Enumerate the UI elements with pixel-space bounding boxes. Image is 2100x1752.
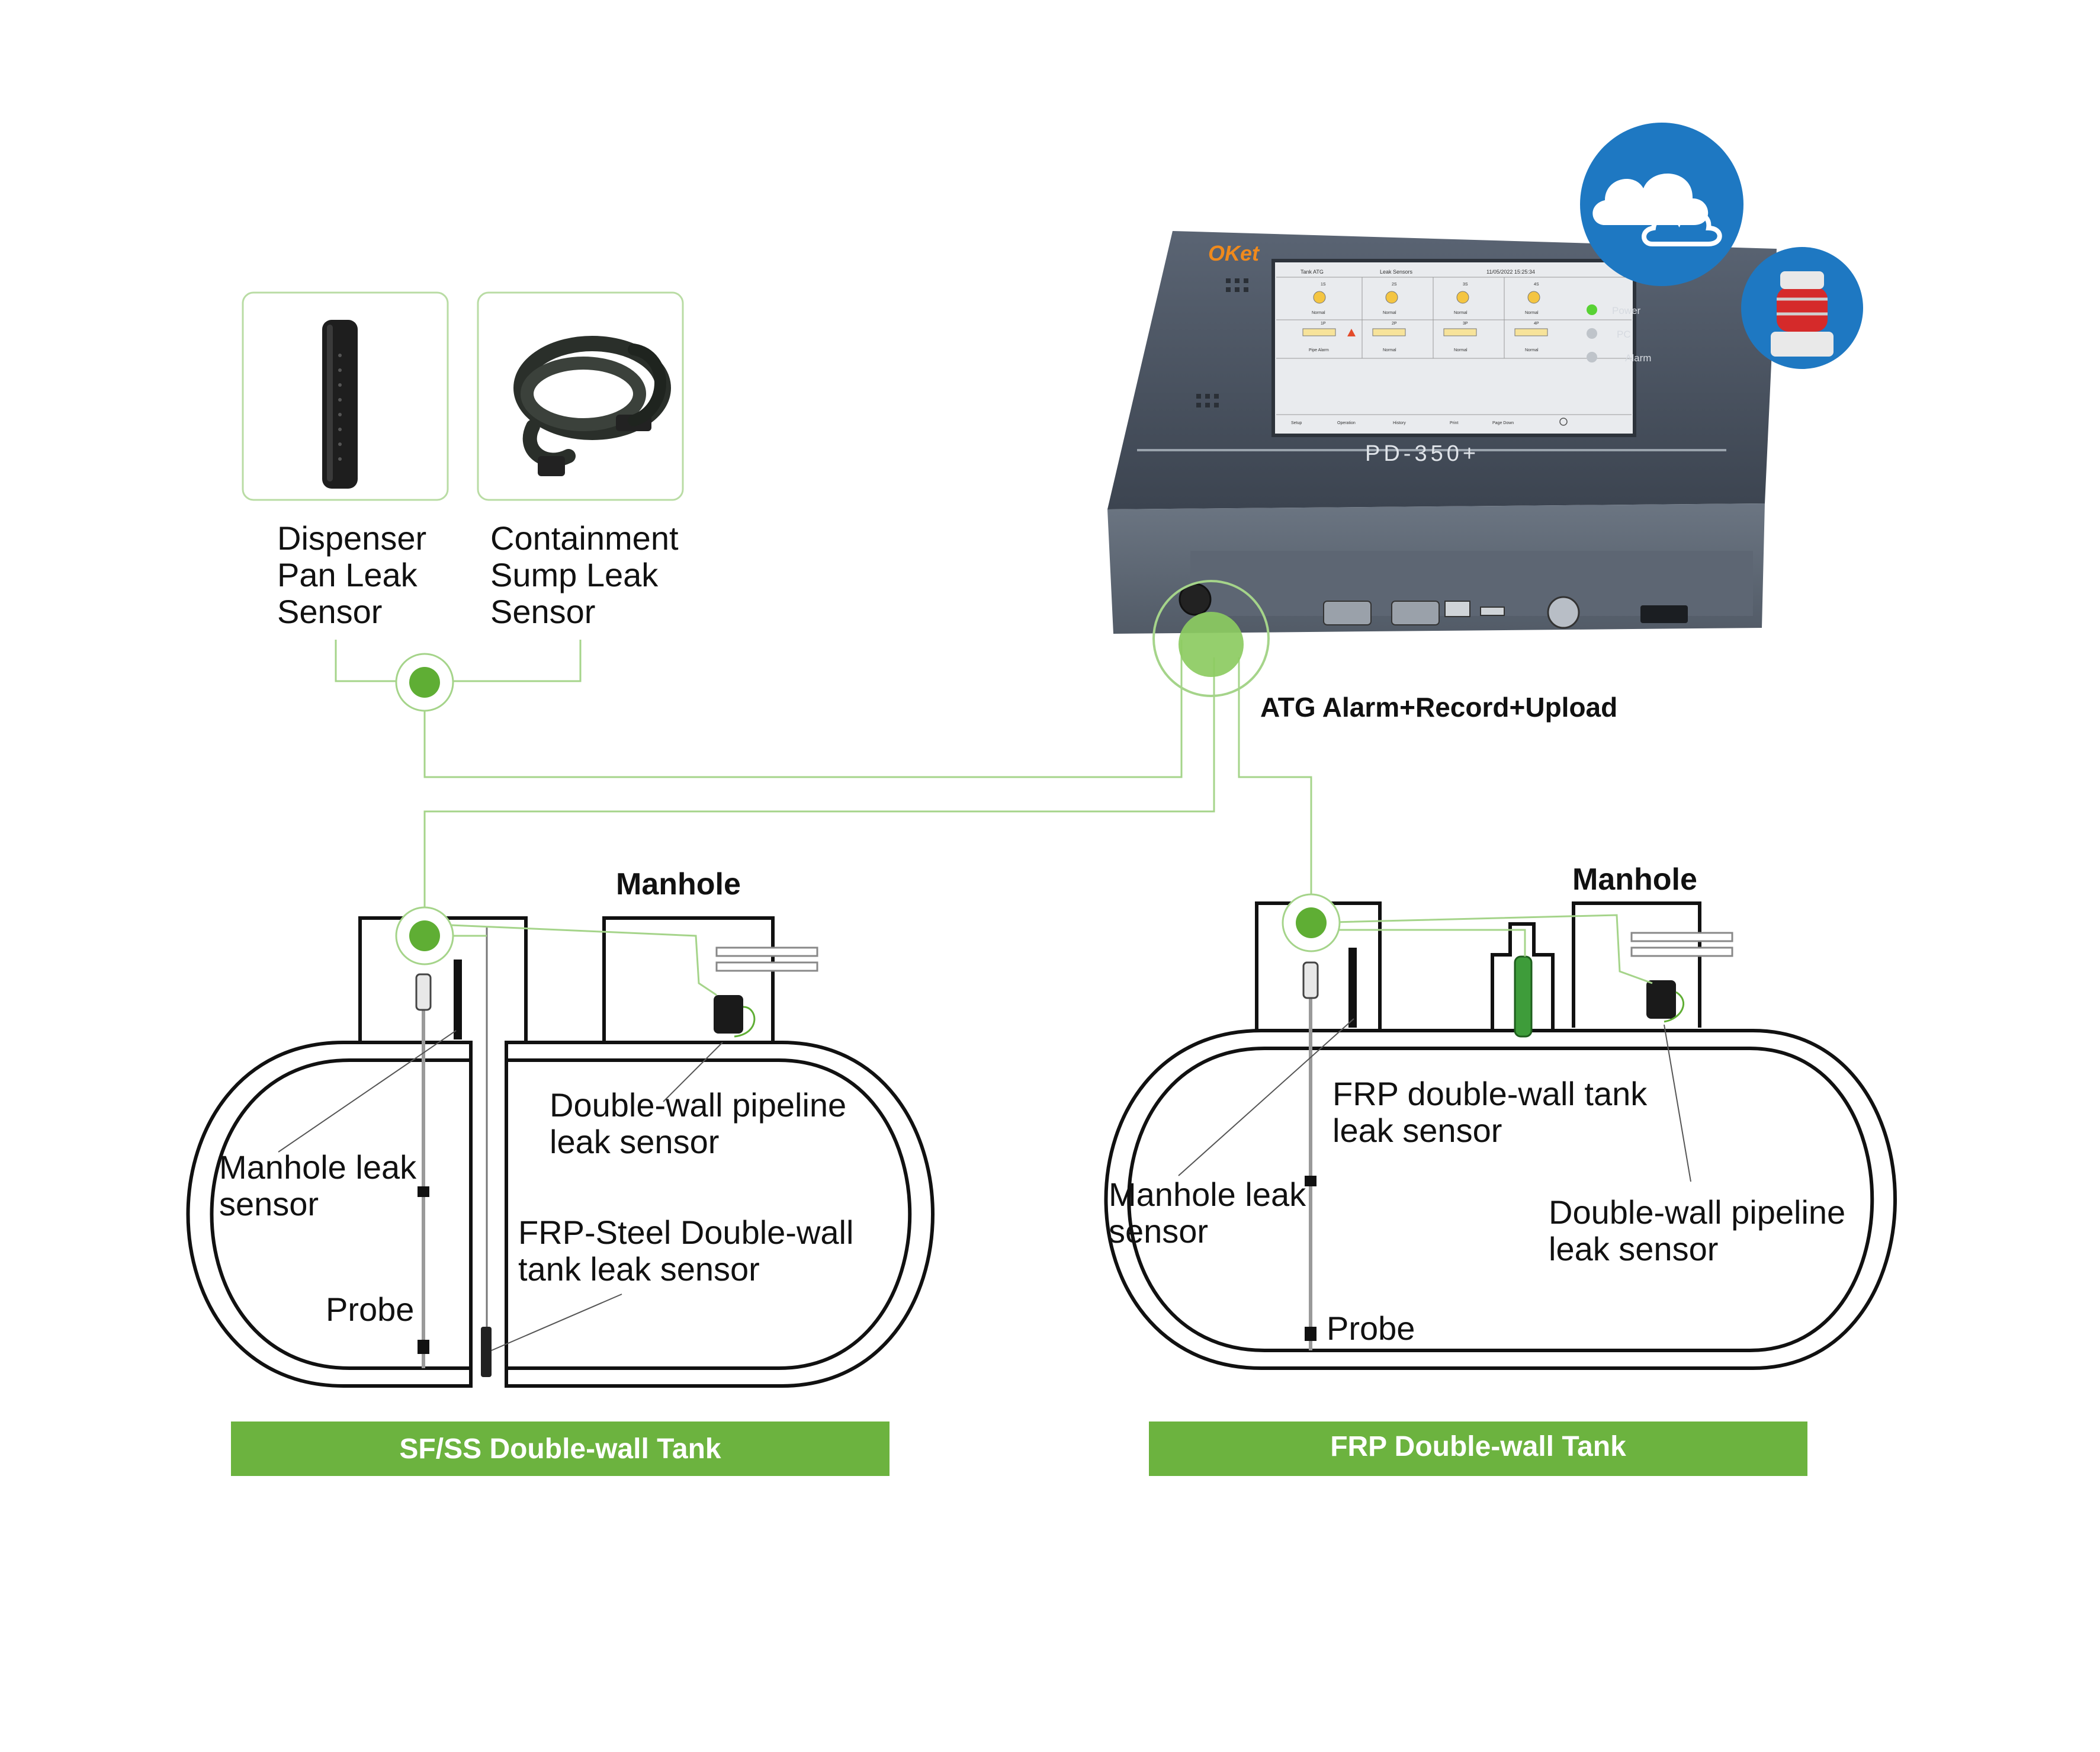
svg-text:Normal: Normal [1454,348,1468,352]
containment-sensor-label-3: Sensor [490,593,595,630]
left-frp-steel-label-1: FRP-Steel Double-wall [518,1214,853,1251]
svg-text:3P: 3P [1463,322,1468,326]
svg-text:3S: 3S [1463,283,1468,287]
screen-menu-history[interactable]: History [1393,421,1406,425]
left-pipeline-label-1: Double-wall pipeline [550,1086,846,1124]
right-tank-lines [1311,914,1653,984]
right-pipeline-label-2: leak sensor [1549,1230,1718,1268]
screen-tab-leak[interactable]: Leak Sensors [1380,269,1413,275]
right-leader-lines [1178,1018,1691,1182]
svg-text:4S: 4S [1534,283,1539,287]
screen-tab-tank[interactable]: Tank ATG [1301,269,1324,275]
power-led [1587,304,1597,315]
screen-tile-3s[interactable]: 3S Normal [1454,283,1469,315]
right-manhole-sensor [1348,948,1357,1028]
console-model: PD-350+ [1365,441,1479,466]
dispenser-sensor-label-2: Pan Leak [277,556,418,593]
left-tank-probe [415,973,432,1368]
svg-text:Normal: Normal [1454,311,1468,315]
svg-text:1P: 1P [1321,322,1326,326]
svg-text:Normal: Normal [1383,348,1396,352]
alarm-led [1587,352,1597,362]
dispenser-sensor-card [242,291,449,501]
console-brand: OKet [1208,241,1260,265]
left-manhole-sensor [454,960,462,1039]
screen-datetime: 11/05/2022 15:25:34 [1486,269,1535,275]
right-tank-probe [1302,961,1319,1350]
console-caption: ATG Alarm+Record+Upload [1260,692,1617,723]
screen-tile-2p[interactable]: 2P Normal [1372,322,1406,352]
containment-sensor-label-2: Sump Leak [490,556,659,593]
dispenser-sensor-label-1: Dispenser [277,519,426,557]
svg-text:1S: 1S [1321,283,1326,287]
svg-text:4P: 4P [1534,322,1539,326]
left-manhole-title: Manhole [616,867,741,901]
speaker-grille-top [1226,278,1248,292]
containment-sensor-label-1: Containment [490,519,679,557]
left-probe-label: Probe [326,1291,414,1328]
screen-tile-4s[interactable]: 4S Normal [1525,283,1540,315]
left-tank-banner: SF/SS Double-wall Tank [231,1422,890,1476]
svg-text:Normal: Normal [1312,311,1325,315]
connection-lines [335,640,1312,918]
screen-menu-operation[interactable]: Operation [1337,421,1356,425]
indicator-pc: PC [1617,329,1631,340]
right-pipeline-label-1: Double-wall pipeline [1549,1193,1845,1231]
right-probe-label: Probe [1327,1310,1415,1347]
svg-text:Normal: Normal [1525,348,1539,352]
atg-console: OKet Tank ATG Leak Sensors 11/05/2022 15… [1107,231,1777,697]
cloud-icon [1580,123,1743,286]
speaker-grille-bottom [1196,394,1219,407]
right-tank-hub [1282,893,1341,952]
svg-text:Pipe Alarm: Pipe Alarm [1309,348,1329,352]
containment-sensor-card [477,291,684,501]
indicator-power: Power [1612,305,1641,316]
screen-tile-3p[interactable]: 3P Normal [1443,322,1477,352]
indicator-alarm: Alarm [1625,352,1651,364]
right-tank-banner: FRP Double-wall Tank [1149,1422,1807,1476]
alarm-beacon-icon [1741,247,1863,369]
right-pipeline-sensor [1630,932,1733,1023]
screen-tile-4p[interactable]: 4P Normal [1514,322,1548,352]
dispenser-sensor-label-3: Sensor [277,593,382,630]
right-tank-banner-text: FRP Double-wall Tank [1330,1431,1626,1462]
left-leader-lines [278,1030,723,1351]
left-frp-steel-sensor [481,1327,492,1377]
pc-led [1587,328,1597,339]
console-connection-node [1152,580,1270,697]
right-frp-label-2: leak sensor [1332,1112,1502,1149]
dispenser-sensor-image [322,320,358,489]
svg-text:2S: 2S [1392,283,1397,287]
screen-tile-2s[interactable]: 2S Normal [1383,283,1398,315]
left-frp-steel-label-2: tank leak sensor [518,1250,760,1288]
left-tank-banner-text: SF/SS Double-wall Tank [399,1433,721,1465]
screen-menu-pagedown[interactable]: Page Down [1492,421,1514,425]
left-pipeline-label-2: leak sensor [550,1123,719,1160]
screen-power-icon[interactable] [1559,418,1568,426]
screen-menu-print[interactable]: Print [1450,421,1458,425]
svg-text:Normal: Normal [1383,311,1396,315]
front-connectors [1179,583,1688,629]
left-tank-lines [424,923,717,996]
svg-text:2P: 2P [1392,322,1397,326]
right-manhole-sensor-label-2: sensor [1109,1212,1208,1250]
left-pipeline-sensor [714,946,818,1038]
console-touchscreen[interactable]: Tank ATG Leak Sensors 11/05/2022 15:25:3… [1271,259,1636,437]
left-tank-hub [395,906,454,965]
svg-text:Normal: Normal [1525,311,1539,315]
screen-menu-setup[interactable]: Setup [1291,421,1302,425]
right-manhole-title: Manhole [1572,862,1697,897]
cable-sensor-image [513,336,671,476]
screen-tile-1p[interactable]: 1P Pipe Alarm [1302,322,1356,352]
right-manhole-sensor-label-1: Manhole leak [1109,1176,1306,1213]
left-manhole-sensor-label-2: sensor [219,1185,319,1222]
left-manhole-sensor-label-1: Manhole leak [219,1148,417,1186]
top-sensor-hub [395,653,454,712]
screen-tile-1s[interactable]: 1S Normal [1312,283,1326,315]
right-frp-label-1: FRP double-wall tank [1332,1075,1648,1112]
right-frp-tank-sensor [1514,955,1533,1038]
